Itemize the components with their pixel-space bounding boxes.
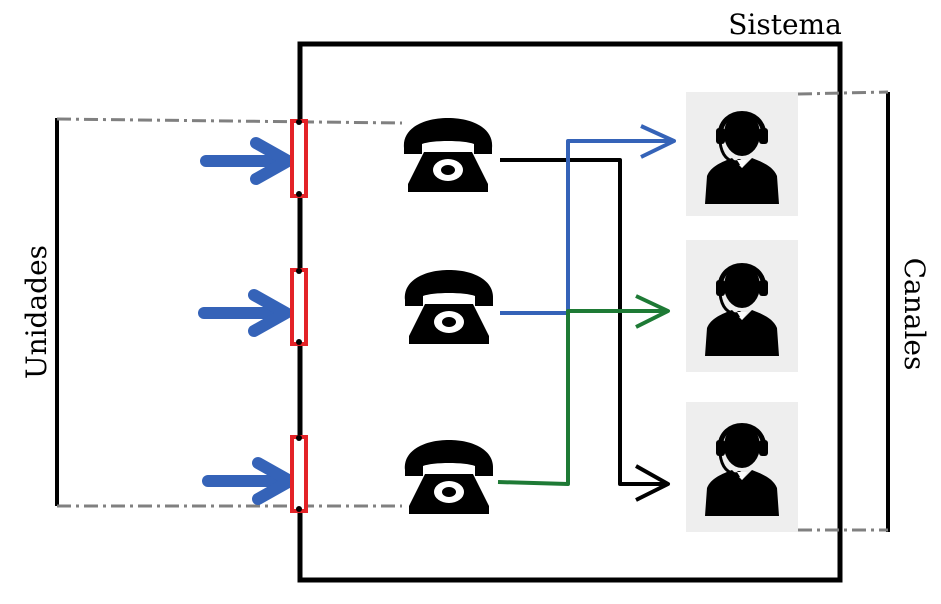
headset-agent-icon (686, 402, 798, 532)
channels-label: Canales (898, 258, 931, 371)
red-port-icon (290, 119, 308, 198)
headset-agent-icon (686, 240, 798, 372)
system-label: Sistema (728, 8, 842, 41)
telephone-icon (404, 440, 494, 514)
headset-agent-icon (686, 92, 798, 216)
units-bracket (55, 117, 403, 508)
units-label: Unidades (20, 245, 53, 379)
red-port-icon (290, 435, 308, 513)
red-port-icon (290, 268, 308, 346)
blue-right-arrow-icon (208, 463, 290, 499)
blue-right-arrow-icon (206, 143, 288, 179)
telephone-icon (403, 118, 493, 192)
route-phone1-to-agent3 (500, 158, 670, 502)
channels-bracket (797, 90, 890, 532)
route-phone2-to-agent1 (500, 124, 676, 315)
route-phone3-to-agent2 (497, 294, 670, 486)
telephone-icon (404, 270, 494, 344)
blue-right-arrow-icon (204, 295, 286, 331)
